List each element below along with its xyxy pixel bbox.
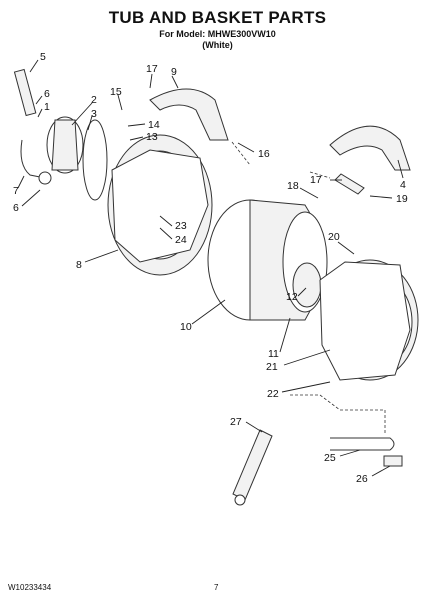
callout-3: 3 — [91, 108, 97, 120]
suspension-rods — [231, 141, 365, 195]
counterweights — [149, 88, 411, 171]
callout-16: 16 — [258, 148, 270, 160]
callout-5: 5 — [40, 51, 46, 63]
callout-25: 25 — [324, 452, 336, 464]
model-line: For Model: MHWE300VW10 — [159, 29, 276, 39]
callout-8: 8 — [76, 259, 82, 271]
basket-drum — [207, 199, 328, 321]
callout-11: 11 — [268, 348, 279, 360]
callout-24: 24 — [175, 234, 187, 246]
callout-12: 12 — [286, 291, 298, 303]
callout-17-top: 17 — [146, 63, 158, 75]
callout-20: 20 — [328, 231, 340, 243]
callout-6-top: 6 — [44, 88, 50, 100]
shock-absorber — [232, 429, 273, 506]
page-title: TUB AND BASKET PARTS — [108, 8, 327, 27]
callout-15: 15 — [110, 86, 122, 98]
leader-lines — [17, 59, 404, 477]
callout-23: 23 — [175, 220, 187, 232]
callout-13: 13 — [146, 131, 158, 143]
callout-18: 18 — [287, 180, 299, 192]
callout-7: 7 — [13, 185, 19, 197]
callout-17-right: 17 — [310, 174, 322, 186]
callout-19: 19 — [396, 193, 408, 205]
rear-tub — [107, 134, 213, 276]
callout-2: 2 — [91, 94, 97, 106]
explode-lines — [290, 394, 386, 435]
callout-26: 26 — [356, 473, 368, 485]
front-tub — [319, 259, 419, 381]
callout-9: 9 — [171, 66, 177, 78]
callout-6-bottom: 6 — [13, 202, 19, 214]
callout-4: 4 — [400, 179, 406, 191]
document-number: W10233434 — [8, 583, 52, 592]
color-line: (White) — [202, 40, 233, 50]
callout-22: 22 — [267, 388, 279, 400]
callout-21: 21 — [266, 361, 278, 373]
page-number: 7 — [214, 583, 219, 592]
callout-27: 27 — [230, 416, 242, 428]
callout-numbers: 5 6 1 2 3 7 6 8 17 9 15 14 13 16 23 24 1… — [13, 51, 408, 485]
heater — [330, 437, 403, 467]
hose-assembly — [13, 68, 52, 185]
callout-14: 14 — [148, 119, 160, 131]
callout-10: 10 — [180, 321, 192, 333]
pulley-belt — [46, 116, 108, 201]
callout-1: 1 — [44, 101, 50, 113]
